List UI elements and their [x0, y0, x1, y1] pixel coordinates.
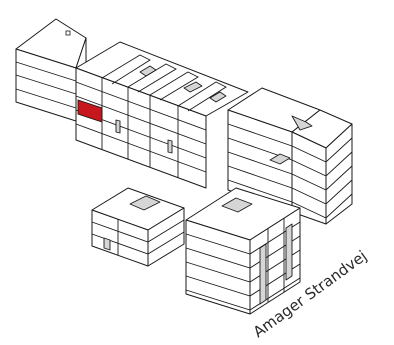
- building-block-east: [227, 87, 353, 225]
- stair-core: [221, 197, 253, 213]
- building-block-small: [91, 187, 185, 267]
- highlighted-apartment: [77, 99, 103, 123]
- stair-core: [183, 81, 203, 93]
- stair-core: [139, 65, 157, 77]
- stair-core: [129, 195, 161, 211]
- stair-core: [209, 91, 227, 103]
- building-block-central-bar: [75, 41, 249, 189]
- stair-core: [269, 153, 291, 165]
- building-block-front: [185, 187, 301, 315]
